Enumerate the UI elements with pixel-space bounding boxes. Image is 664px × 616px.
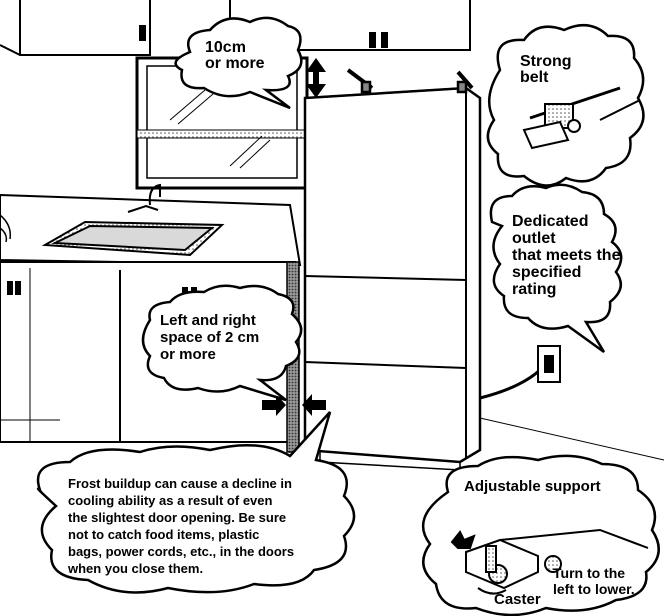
kitchen-counter	[0, 183, 302, 267]
clearance-arrow	[306, 58, 326, 98]
gap-arrows	[262, 394, 326, 416]
refrigerator	[303, 68, 482, 471]
wall-line	[479, 417, 664, 461]
belt-detail	[522, 86, 641, 150]
frost-bubble	[36, 411, 356, 594]
side-space-bubble	[141, 284, 303, 402]
adjustable-support-label: Adjustable support	[464, 478, 601, 495]
caster-label: Caster	[494, 591, 541, 608]
caster-detail	[450, 528, 649, 595]
outlet-label: Dedicated outlet that meets the specifie…	[512, 213, 621, 298]
clearance-bubble	[174, 16, 303, 110]
frost-warning-label: Frost buildup can cause a decline in coo…	[68, 476, 295, 576]
turn-left-label: Turn to the left to lower.	[553, 565, 635, 597]
strong-belt-label: Strong belt	[520, 53, 572, 86]
clearance-label: 10cm or more	[205, 39, 265, 72]
outlet-bubble	[489, 183, 623, 354]
wall-outlet	[537, 345, 561, 383]
side-space-label: Left and right space of 2 cm or more	[160, 312, 260, 363]
